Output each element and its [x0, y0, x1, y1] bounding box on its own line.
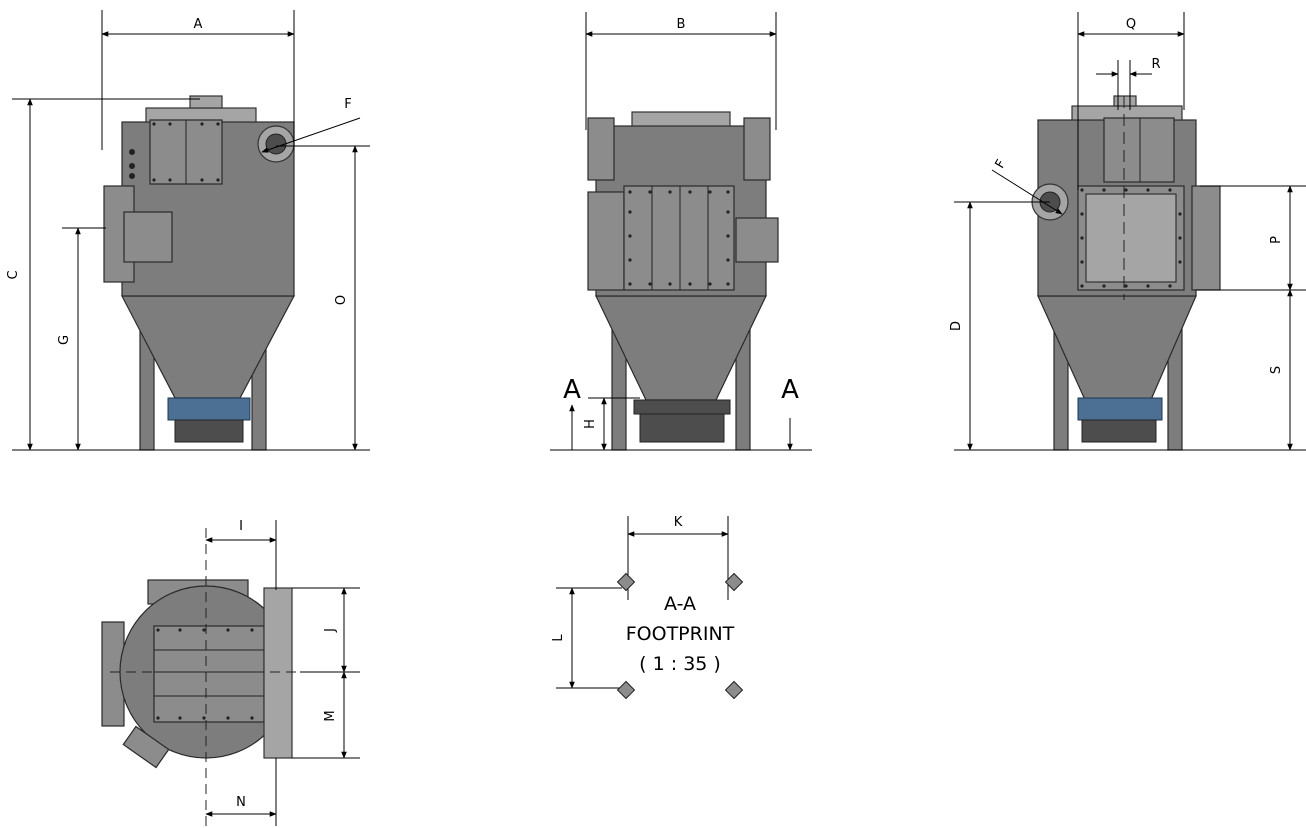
footprint-title-line2: FOOTPRINT	[626, 623, 735, 645]
dim-label-s: S	[1269, 366, 1284, 374]
footprint-title-line1: A-A	[664, 593, 696, 615]
dim-label-b: B	[677, 17, 686, 32]
dim-label-m: M	[323, 710, 338, 721]
dim-label-n: N	[236, 795, 246, 810]
footprint-leg-1	[616, 572, 636, 592]
dim-label-k: K	[674, 515, 683, 530]
front-view-left: A C G O F	[6, 10, 370, 451]
dim-label-q: Q	[1126, 17, 1136, 32]
footprint-leg-4	[724, 680, 744, 700]
dim-label-o: O	[334, 295, 349, 305]
dim-label-h: H	[583, 419, 598, 429]
dim-label-c: C	[6, 270, 21, 279]
dim-label-g: G	[57, 335, 72, 345]
top-view: I J M N	[101, 519, 360, 826]
section-marker-right: A	[781, 375, 799, 405]
section-marker-left: A	[563, 375, 581, 405]
footprint-view: K L A-A FOOTPRINT ( 1 : 35 )	[551, 515, 744, 700]
dim-label-f: F	[344, 97, 351, 112]
dim-label-r: R	[1151, 57, 1160, 72]
dim-label-a: A	[194, 17, 203, 32]
dim-label-j: J	[323, 628, 338, 633]
footprint-scale: ( 1 : 35 )	[639, 653, 721, 675]
dim-label-i: I	[239, 519, 243, 534]
dim-label-l: L	[551, 634, 566, 642]
dim-label-f-side: F	[993, 157, 1010, 171]
dim-label-p: P	[1269, 236, 1284, 244]
dim-label-d: D	[949, 321, 964, 331]
footprint-leg-2	[724, 572, 744, 592]
front-view-center: B A A H	[550, 12, 812, 451]
footprint-leg-3	[616, 680, 636, 700]
side-view-right: Q R P S D F	[949, 12, 1306, 451]
